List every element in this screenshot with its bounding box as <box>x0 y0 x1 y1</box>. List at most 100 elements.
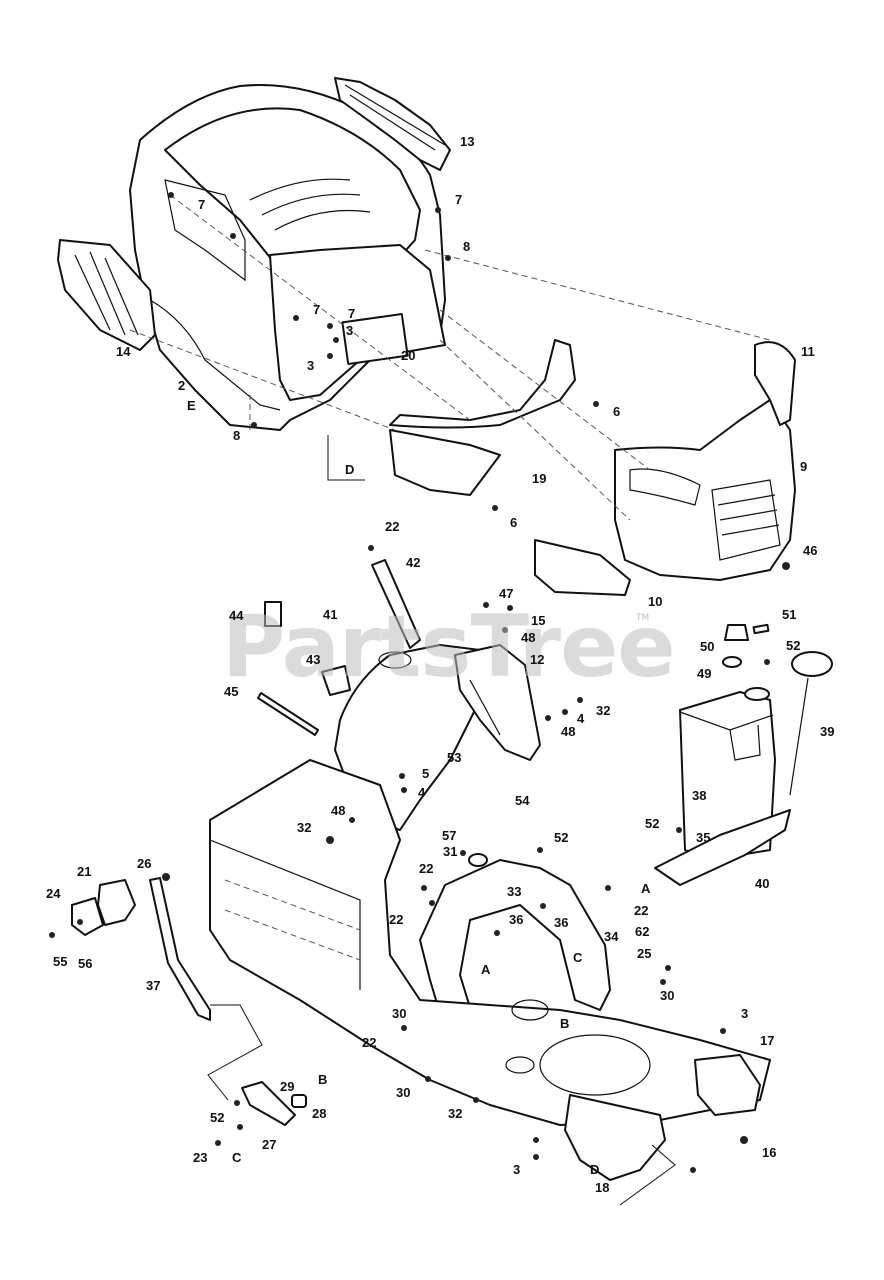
reference-letter: D <box>590 1162 599 1177</box>
left-grille-slat-1 <box>74 254 111 331</box>
callout-label: 24 <box>46 886 61 901</box>
brake-arm <box>241 1081 296 1126</box>
chassis-floor-hole-1 <box>511 999 549 1021</box>
fuel-neck <box>744 687 770 701</box>
callout-label: 49 <box>697 666 711 681</box>
callout-label: 20 <box>401 348 415 363</box>
hood-side-grille-slat-2 <box>344 84 446 146</box>
callout-label: 22 <box>634 903 648 918</box>
left-grille <box>57 239 156 351</box>
fuel-cap-tether <box>789 677 809 796</box>
callout-label: 28 <box>312 1106 326 1121</box>
callout-label: 27 <box>262 1137 276 1152</box>
ignition-tag <box>264 601 282 627</box>
callout-label: 22 <box>362 1035 376 1050</box>
callout-label: 3 <box>307 358 314 373</box>
callout-label: 6 <box>510 515 517 530</box>
callout-label: 37 <box>146 978 160 993</box>
link-box-1 <box>207 1004 263 1101</box>
assembly-line-1 <box>169 194 471 421</box>
callout-label: 10 <box>648 594 662 609</box>
reference-letter: A <box>481 962 491 977</box>
callout-label: 32 <box>448 1106 462 1121</box>
callout-label: 4 <box>418 785 426 800</box>
callout-label: 51 <box>782 607 796 622</box>
callout-label: 21 <box>77 864 91 879</box>
assembly-line-4 <box>439 339 631 521</box>
reference-letter: B <box>318 1072 327 1087</box>
callout-label: 38 <box>692 788 706 803</box>
callout-label: 22 <box>419 861 433 876</box>
hood-vent-1 <box>249 178 351 201</box>
hood-side-lower <box>149 299 281 411</box>
callout-label: 34 <box>604 929 619 944</box>
callout-label: 3 <box>513 1162 520 1177</box>
callout-label: 11 <box>801 344 815 359</box>
callout-label: 48 <box>521 630 535 645</box>
callout-label: 56 <box>78 956 92 971</box>
hardware-group <box>49 192 790 1173</box>
callout-label: 62 <box>635 924 649 939</box>
callout-label: 15 <box>531 613 545 628</box>
callout-label: 52 <box>645 816 659 831</box>
callout-label: 57 <box>442 828 456 843</box>
left-grille-slat-2 <box>89 251 126 336</box>
gauge-housing <box>321 665 351 696</box>
hood-plate <box>341 313 409 365</box>
callout-label: 40 <box>755 876 769 891</box>
brake-pedal-cover <box>71 897 104 936</box>
callout-label: 53 <box>447 750 461 765</box>
callout-label: 5 <box>422 766 429 781</box>
hood-vent-2 <box>261 193 361 216</box>
callout-label: 50 <box>700 639 714 654</box>
callout-label: 48 <box>331 803 345 818</box>
callout-label: 22 <box>385 519 399 534</box>
callout-label: 36 <box>554 915 568 930</box>
reference-letter: D <box>345 462 354 477</box>
callout-label: 25 <box>637 946 651 961</box>
fuel-line <box>752 623 770 635</box>
hood-side-panel <box>164 179 246 282</box>
callout-label: 7 <box>455 192 462 207</box>
callout-label: 17 <box>760 1033 774 1048</box>
callout-label: 30 <box>392 1006 406 1021</box>
front-bracket-right <box>694 1054 761 1116</box>
callout-label: 23 <box>193 1150 207 1165</box>
callout-label: 42 <box>406 555 420 570</box>
callout-label: 22 <box>389 912 403 927</box>
brake-pedal-rod <box>149 877 211 1021</box>
callout-label: 32 <box>297 820 311 835</box>
callout-label: 35 <box>696 830 710 845</box>
steering-shaft <box>371 559 421 649</box>
fender-grommet <box>468 853 488 867</box>
link-box-3 <box>619 1144 676 1206</box>
callout-label: 31 <box>443 844 457 859</box>
callout-label: 33 <box>507 884 521 899</box>
callout-label: 32 <box>596 703 610 718</box>
callout-label: 13 <box>460 134 474 149</box>
fuel-tank-handle <box>729 724 761 761</box>
hood-side-grille-slat-1 <box>349 94 436 151</box>
callout-label: 43 <box>306 652 320 667</box>
callout-label: 39 <box>820 724 834 739</box>
callout-label: 7 <box>348 306 355 321</box>
fuel-valve <box>724 624 749 641</box>
front-grille-opening <box>711 479 781 561</box>
callout-label: 14 <box>116 344 131 359</box>
reference-letter: B <box>560 1016 569 1031</box>
dash-panel-edge <box>469 679 501 736</box>
fuel-grommet <box>722 656 742 668</box>
brake-pedal-pad <box>97 879 136 926</box>
callout-label: 30 <box>396 1085 410 1100</box>
callout-label: 41 <box>323 607 337 622</box>
dash-opening <box>378 651 412 669</box>
callout-label: 8 <box>233 428 240 443</box>
callout-label: 48 <box>561 724 575 739</box>
front-grille-slat-3 <box>721 524 780 536</box>
callout-label: 52 <box>554 830 568 845</box>
callout-label: 54 <box>515 793 530 808</box>
watermark-trademark: TM <box>635 613 649 623</box>
callout-label: 29 <box>280 1079 294 1094</box>
